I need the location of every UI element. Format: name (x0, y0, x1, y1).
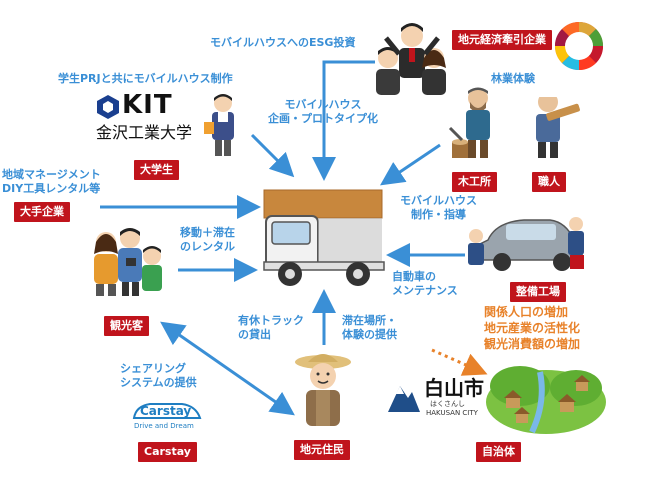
craftsman-illustration (536, 92, 580, 158)
arrow-lumber (380, 143, 441, 186)
label-stay: 滞在場所・ 体験の提供 (342, 314, 397, 342)
kit-name: 金沢工業大学 (96, 123, 193, 142)
truck-icon (263, 189, 385, 286)
label-rental: 移動＋滞在 のレンタル (180, 226, 235, 254)
tag-lumber: 木工所 (452, 172, 497, 192)
tag-carstay: Carstay (138, 442, 197, 462)
tag-big-company: 大手企業 (14, 202, 70, 222)
resident-illustration (295, 354, 351, 426)
label-area-mgmt-line1: 地域マネージメント (2, 168, 101, 181)
label-esg-investment: モバイルハウスへのESG投資 (210, 36, 356, 49)
label-stay-line1: 滞在場所・ (342, 314, 397, 327)
tag-garage: 整備工場 (510, 282, 566, 302)
label-maintenance-line2: メンテナンス (392, 284, 458, 297)
label-idle-truck: 有休トラック の貸出 (238, 314, 304, 342)
kit-logo-text: KIT (122, 90, 173, 120)
carstay-logo: Carstay Drive and Dream (130, 400, 204, 436)
label-idle-truck-line1: 有休トラック (238, 314, 304, 327)
label-planning-line1: モバイルハウス (284, 98, 362, 111)
label-mobile-build-line1: モバイルハウス (400, 194, 477, 207)
label-student-prj: 学生PRJと共にモバイルハウス制作 (58, 72, 233, 85)
label-rental-line1: 移動＋滞在 (180, 226, 235, 239)
tag-tourist: 観光客 (104, 316, 149, 336)
label-mobile-build: モバイルハウス 制作・指導 (400, 194, 477, 222)
hakusan-kana: はくさんし (430, 400, 465, 408)
label-idle-truck-line2: の貸出 (238, 328, 271, 341)
sdgs-wheel-icon (554, 21, 604, 71)
label-sharing-line1: シェアリング (120, 362, 186, 375)
label-effects-line2: 地元産業の活性化 (484, 321, 581, 335)
hakusan-logo-text: 白山市 (424, 376, 484, 400)
label-stay-line2: 体験の提供 (342, 328, 397, 341)
carstay-logo-text: Carstay (140, 404, 192, 418)
arrow-effect (431, 348, 488, 376)
label-effects-line3: 観光消費額の増加 (484, 337, 581, 351)
label-rental-line2: のレンタル (180, 240, 235, 253)
kit-logo: KIT 金沢工業大学 (96, 90, 206, 144)
label-planning: モバイルハウス 企画・プロトタイプ化 (268, 98, 378, 126)
label-sharing-line2: システムの提供 (120, 376, 197, 389)
label-maintenance: 自動車の メンテナンス (392, 270, 458, 298)
arrow-esg (312, 60, 375, 181)
tag-residents: 地元住民 (294, 440, 350, 460)
tag-student: 大学生 (134, 160, 179, 180)
label-effects: 関係人口の増加 地元産業の活性化 観光消費額の増加 (484, 304, 580, 352)
label-maintenance-line1: 自動車の (392, 270, 436, 283)
label-mobile-build-line2: 制作・指導 (411, 208, 466, 221)
tag-local-companies: 地元経済牽引企業 (452, 30, 552, 50)
hakusan-emblem-icon (388, 386, 420, 412)
label-effects-line1: 関係人口の増加 (484, 305, 569, 319)
student-illustration (204, 94, 234, 156)
label-area-mgmt: 地域マネージメント DIY工具レンタル等 (2, 168, 101, 196)
carstay-car-icon (132, 403, 202, 419)
label-sharing: シェアリング システムの提供 (120, 362, 197, 390)
mobile-house-truck (262, 186, 386, 290)
tourists-illustration (94, 228, 162, 296)
lumber-worker-illustration (448, 87, 490, 158)
hakusan-english: HAKUSAN CITY (426, 409, 478, 417)
label-forestry: 林業体験 (491, 72, 535, 85)
garage-illustration (468, 217, 584, 271)
tag-craftsman: 職人 (532, 172, 566, 192)
label-planning-line2: 企画・プロトタイプ化 (268, 112, 378, 125)
village-illustration (486, 366, 606, 434)
kit-emblem-icon (97, 95, 119, 119)
carstay-tagline: Drive and Dream (134, 422, 194, 430)
label-area-mgmt-line2: DIY工具レンタル等 (2, 182, 101, 195)
investors-illustration (376, 23, 446, 95)
arrow-student (250, 133, 295, 178)
arrow-sharing (160, 321, 295, 416)
hakusan-logo: 白山市 はくさんし HAKUSAN CITY (386, 376, 496, 422)
tag-municipality: 自治体 (476, 442, 521, 462)
